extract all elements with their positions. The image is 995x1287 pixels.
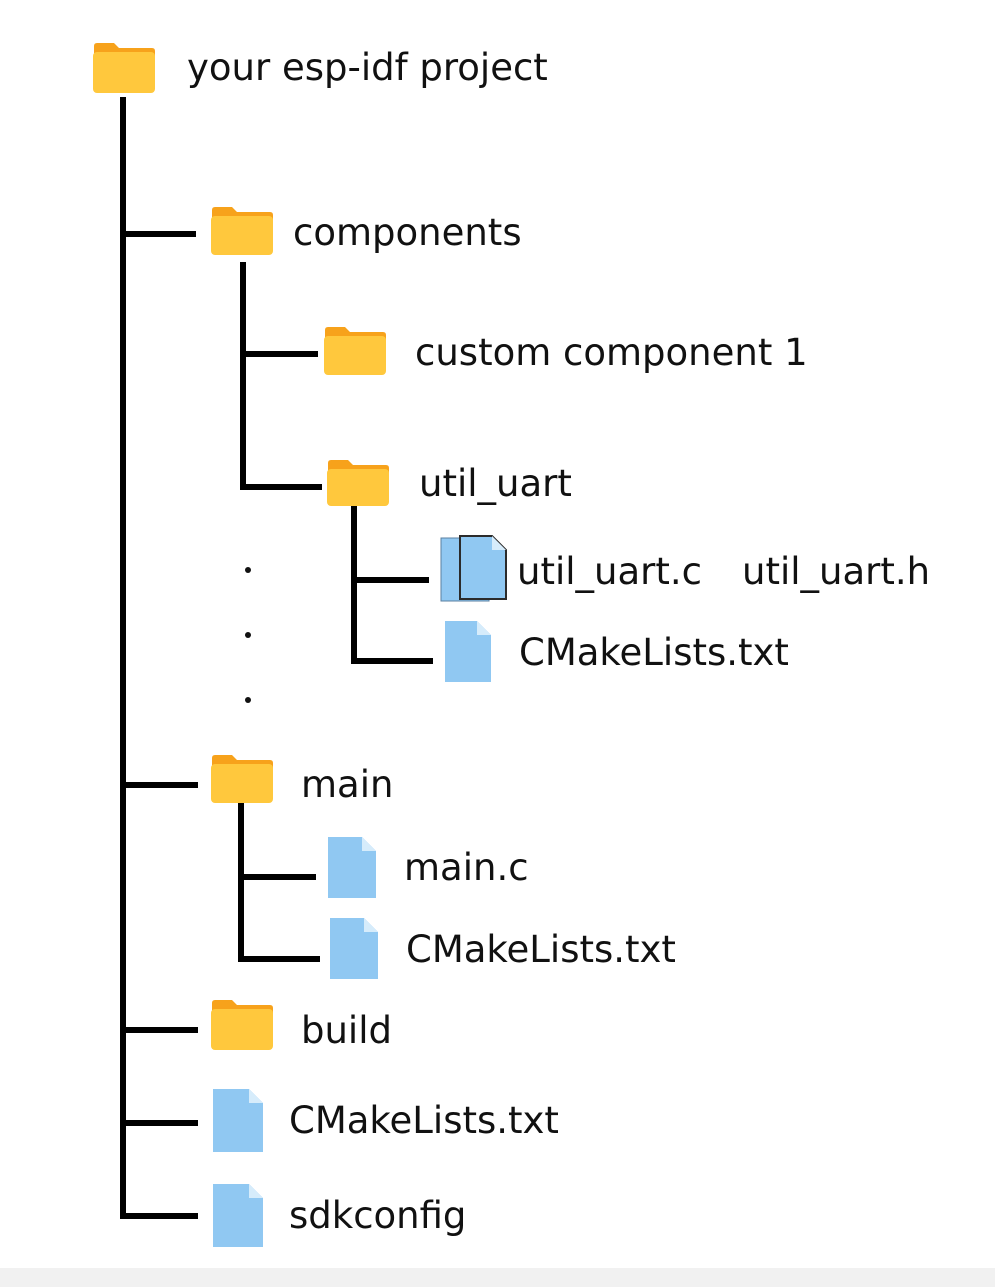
file-icon <box>213 1184 263 1247</box>
ellipsis-dot <box>245 567 251 573</box>
util-uart-h-label: util_uart.h <box>742 550 931 593</box>
branch-build <box>120 1027 198 1033</box>
build-label: build <box>301 1009 392 1052</box>
util-uart-c-label: util_uart.c <box>517 550 702 593</box>
branch-components <box>120 231 196 237</box>
branch-util-uart-cmake <box>351 658 433 664</box>
folder-icon <box>93 43 155 93</box>
file-icon <box>459 535 507 600</box>
branch-custom-component <box>240 351 318 357</box>
branch-sdkconfig <box>120 1213 198 1219</box>
branch-root-cmake <box>120 1120 198 1126</box>
branch-main-c <box>238 874 316 880</box>
root-cmake-label: CMakeLists.txt <box>289 1099 559 1142</box>
folder-icon <box>211 755 273 803</box>
root-trunk-line <box>120 97 126 1218</box>
util-uart-trunk-line <box>351 503 357 664</box>
folder-icon <box>324 327 386 375</box>
file-icon <box>445 621 491 682</box>
file-icon <box>330 918 378 979</box>
branch-main <box>120 782 198 788</box>
root-label: your esp-idf project <box>187 46 548 89</box>
main-label: main <box>301 763 394 806</box>
branch-util-uart <box>240 484 322 490</box>
main-c-label: main.c <box>404 846 529 889</box>
components-trunk-line <box>240 262 246 490</box>
folder-icon <box>327 460 389 506</box>
ellipsis-dot <box>245 632 251 638</box>
branch-util-uart-files <box>351 577 429 583</box>
util-uart-label: util_uart <box>419 462 572 505</box>
custom-component-label: custom component 1 <box>415 331 808 374</box>
folder-icon <box>211 1000 273 1050</box>
ellipsis-dot <box>245 697 251 703</box>
bottom-strip <box>0 1268 995 1287</box>
branch-main-cmake <box>238 956 320 962</box>
main-trunk-line <box>238 800 244 962</box>
main-cmake-label: CMakeLists.txt <box>406 928 676 971</box>
util-uart-cmake-label: CMakeLists.txt <box>519 631 789 674</box>
file-icon <box>328 837 376 898</box>
folder-icon <box>211 207 273 255</box>
file-icon <box>213 1089 263 1152</box>
sdkconfig-label: sdkconfig <box>289 1194 467 1237</box>
components-label: components <box>293 211 522 254</box>
